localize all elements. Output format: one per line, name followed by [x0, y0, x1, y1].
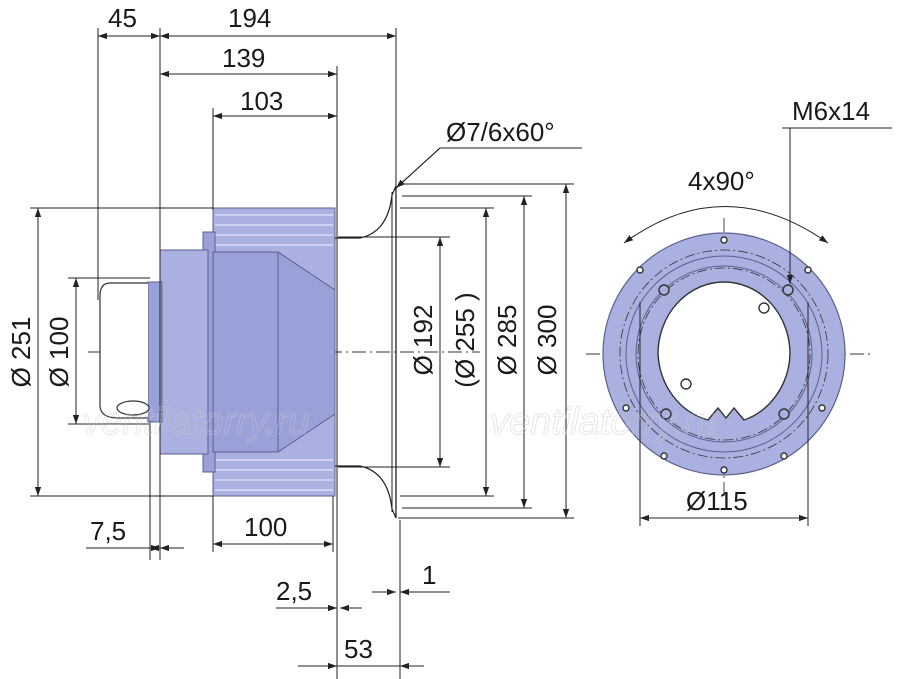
dim-100-bottom: 100 — [244, 512, 287, 542]
inlet-opening — [657, 281, 791, 421]
dim-d251: Ø 251 — [6, 317, 36, 388]
screw-label: M6x14 — [792, 96, 870, 126]
dim-103: 103 — [240, 86, 283, 116]
cable-box — [99, 282, 148, 419]
dim-d300: Ø 300 — [532, 305, 562, 376]
motor-body — [159, 249, 209, 455]
dim-d192: Ø 192 — [408, 305, 438, 376]
dim-194: 194 — [228, 3, 271, 33]
dim-139: 139 — [222, 43, 265, 73]
dim-53: 53 — [344, 634, 373, 664]
side-view-dimensions: 45 194 139 103 Ø7/6x60° Ø 251 Ø 100 Ø 19… — [6, 3, 562, 664]
dim-d100: Ø 100 — [44, 317, 74, 388]
dim-45: 45 — [108, 3, 137, 33]
angle-label: 4x90° — [688, 166, 755, 196]
impeller-fins — [215, 214, 333, 491]
thread-label: Ø7/6x60° — [446, 117, 555, 147]
bolt-circle-label: Ø115 — [686, 486, 748, 516]
side-view — [30, 28, 582, 679]
dim-d285: Ø 285 — [492, 305, 522, 376]
dim-d255: (Ø 255 ) — [450, 292, 480, 387]
watermark-left: ventilatorry.ru — [82, 401, 309, 443]
watermark-right: ventilatorry.ru — [490, 401, 717, 443]
motor-bolt-holes — [658, 284, 794, 420]
front-view — [586, 127, 892, 526]
cable-gland — [116, 400, 150, 416]
front-view-dimensions: 4x90° M6x14 Ø115 — [686, 96, 870, 516]
dim-2-5: 2,5 — [276, 576, 312, 606]
dim-7-5: 7,5 — [90, 516, 126, 546]
dim-1: 1 — [422, 560, 436, 590]
